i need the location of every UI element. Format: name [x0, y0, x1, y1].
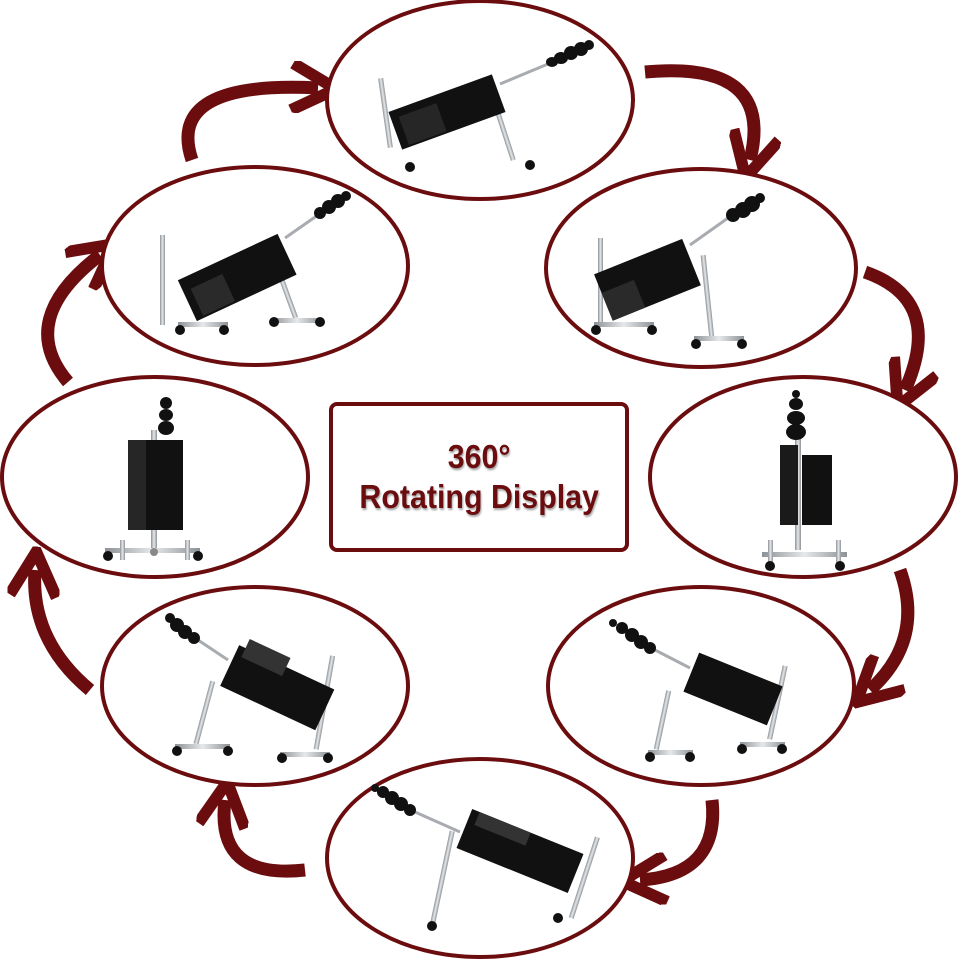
- view-lower-left: [165, 613, 336, 763]
- view-left: [103, 397, 203, 561]
- curved-arrow-icon: [870, 567, 915, 690]
- motor-side: [780, 445, 798, 525]
- curved-arrow-icon: [644, 64, 754, 160]
- beaded-attachment: [165, 613, 200, 644]
- motor-side: [474, 812, 531, 846]
- motor-side: [241, 638, 291, 677]
- motor-body: [802, 455, 832, 525]
- base-bar: [768, 540, 773, 565]
- tripod-leg: [378, 77, 393, 148]
- tripod-leg: [430, 830, 455, 925]
- view-upper-right-frame: [544, 167, 858, 369]
- base-bar: [740, 742, 785, 747]
- motor-side: [398, 103, 447, 145]
- view-lower-right: [609, 619, 788, 762]
- curved-arrow-icon: [35, 570, 95, 695]
- piston-rod: [654, 648, 691, 670]
- base-bar: [178, 322, 228, 327]
- curved-arrow-icon: [41, 255, 100, 387]
- motor-side: [190, 273, 235, 316]
- base-bar: [762, 552, 847, 557]
- curved-arrow-icon: [224, 800, 306, 878]
- motor-body: [220, 645, 335, 731]
- base-bar: [836, 540, 841, 565]
- base-bar: [120, 540, 125, 560]
- curved-arrow-icon: [181, 87, 318, 163]
- base-bar: [594, 322, 654, 327]
- beaded-attachment: [158, 397, 174, 435]
- title-line-2: Rotating Display: [359, 478, 599, 515]
- view-right: [762, 390, 847, 571]
- beaded-attachment: [314, 191, 351, 219]
- motor-side: [128, 440, 146, 530]
- piston-rod: [499, 62, 549, 86]
- tripod-leg: [700, 254, 715, 340]
- title-line-1: 360°: [447, 438, 511, 475]
- piston-rod: [284, 213, 319, 240]
- view-bottom: [371, 784, 600, 931]
- base-bar: [185, 540, 190, 560]
- motor-side: [601, 279, 646, 321]
- view-top: [378, 40, 594, 172]
- tripod-leg: [653, 690, 672, 750]
- view-upper-right: [591, 193, 765, 349]
- curved-arrow-icon: [640, 799, 720, 880]
- view-upper-left: [160, 191, 351, 335]
- tripod-leg: [193, 680, 216, 745]
- beaded-attachment: [371, 784, 416, 816]
- machine-views: [103, 40, 847, 931]
- beaded-attachment: [546, 40, 594, 67]
- beaded-attachment: [786, 390, 806, 440]
- tripod-leg: [160, 235, 165, 325]
- arrows: [35, 71, 919, 880]
- piston-rod: [689, 216, 729, 247]
- base-bar: [694, 336, 744, 341]
- curved-arrow-icon: [862, 265, 918, 390]
- beaded-attachment: [609, 619, 656, 654]
- piston-rod: [197, 638, 229, 662]
- base-bar: [272, 318, 322, 323]
- piston-rod: [414, 810, 461, 834]
- motor-body: [683, 652, 783, 726]
- base-bar: [648, 750, 693, 755]
- tripod-leg: [767, 665, 788, 740]
- tripod-leg: [568, 836, 600, 919]
- base-bar: [175, 744, 230, 749]
- base-bar: [280, 752, 330, 757]
- title-box: 360° Rotating Display: [329, 402, 629, 552]
- beaded-attachment: [726, 193, 765, 222]
